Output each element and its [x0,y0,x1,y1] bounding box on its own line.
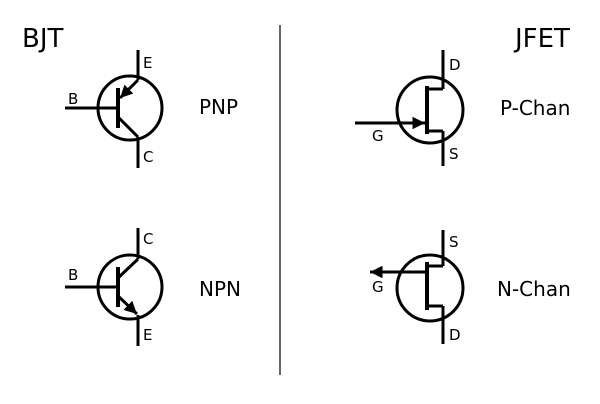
pchan-source-label: S [449,145,459,163]
nchan-body-circle [395,253,465,323]
pnp-emitter-arrow [118,78,140,100]
nchan-drain-label: D [449,326,461,344]
npn-collector-diag [116,257,140,280]
pchan-type-label: P-Chan [500,96,571,120]
pnp-emitter-label: E [143,54,153,72]
pnp-type-label: PNP [199,95,239,119]
nchan-source-label: S [449,233,459,251]
pchan-gate-label: G [372,127,384,145]
pchan-body-circle [395,75,465,145]
pnp-base-label: B [68,90,79,108]
pnp-transistor-symbol [65,50,164,168]
npn-transistor-symbol [65,228,164,346]
n-channel-jfet-symbol [370,230,465,344]
nchan-gate-label: G [372,278,384,296]
npn-emitter-arrow [116,294,139,316]
npn-base-label: B [68,266,79,284]
bjt-section-title: BJT [22,24,64,54]
nchan-type-label: N-Chan [497,277,571,301]
p-channel-jfet-symbol [355,50,465,166]
pnp-collector-label: C [143,148,154,166]
npn-type-label: NPN [199,277,241,301]
jfet-section-title: JFET [515,24,570,54]
npn-emitter-label: E [143,326,153,344]
npn-collector-label: C [143,230,154,248]
pnp-collector-diag [116,115,140,139]
pchan-drain-label: D [449,56,461,74]
